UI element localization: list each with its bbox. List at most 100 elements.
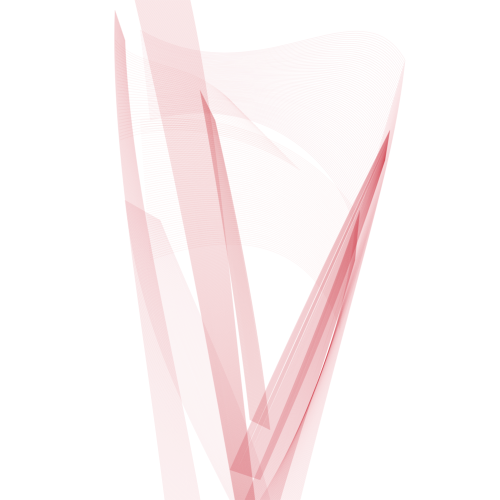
ribbon-stroke bbox=[117, 18, 176, 500]
ribbon-stroke bbox=[144, 172, 350, 261]
ribbon-stroke bbox=[146, 84, 375, 165]
ribbon-stroke bbox=[288, 105, 393, 500]
ribbon-stroke bbox=[291, 93, 396, 500]
ribbon-stroke bbox=[257, 157, 386, 480]
ribbon-stroke bbox=[245, 145, 388, 476]
ribbon-stroke bbox=[244, 144, 388, 475]
ribbon-stroke bbox=[139, 30, 405, 63]
ribbon-stroke bbox=[119, 120, 291, 161]
ribbon-stroke bbox=[204, 98, 257, 424]
ribbon-stroke bbox=[151, 0, 242, 500]
ribbon-stroke bbox=[172, 0, 250, 500]
ribbon-stroke bbox=[135, 0, 236, 500]
ribbon-stroke bbox=[248, 148, 388, 477]
ribbon-stroke bbox=[141, 43, 398, 87]
ribbon-stroke bbox=[235, 135, 390, 472]
ribbon-stroke bbox=[146, 90, 372, 175]
ribbon-stroke bbox=[152, 215, 262, 500]
ribbon-stroke bbox=[124, 39, 201, 500]
ribbon-stroke bbox=[260, 227, 357, 500]
ribbon-stroke bbox=[287, 110, 391, 500]
ribbon-stroke bbox=[140, 0, 238, 500]
ribbon-stroke bbox=[272, 176, 372, 500]
ribbon-stroke bbox=[231, 131, 391, 471]
ribbon-stroke bbox=[121, 30, 190, 500]
ribbon-stroke bbox=[210, 112, 266, 428]
ribbon-stroke bbox=[186, 0, 255, 500]
ribbon-stroke bbox=[258, 229, 359, 500]
ribbon-stroke bbox=[137, 0, 237, 500]
ribbon-stroke bbox=[115, 59, 245, 115]
ribbon-stroke bbox=[124, 38, 199, 500]
ribbon-stroke bbox=[138, 0, 237, 500]
ribbon-stroke bbox=[135, 0, 236, 500]
ribbon-stroke bbox=[118, 21, 180, 500]
ribbon-stroke bbox=[204, 100, 258, 424]
ribbon-stroke bbox=[143, 65, 386, 129]
ribbon-stroke bbox=[212, 115, 268, 429]
ribbon-stroke bbox=[141, 47, 396, 95]
ribbon-stroke bbox=[148, 100, 365, 199]
ribbon-stroke bbox=[247, 213, 360, 500]
ribbon-stroke bbox=[276, 159, 377, 500]
ribbon-stroke bbox=[252, 152, 387, 478]
ribbon-stroke bbox=[254, 154, 387, 479]
ribbon-stroke bbox=[260, 232, 359, 500]
ribbon-stroke bbox=[131, 203, 238, 500]
ribbon-stroke bbox=[263, 212, 361, 500]
ribbon-stroke bbox=[162, 0, 246, 500]
ribbon-stroke bbox=[143, 60, 389, 119]
ribbon-stroke bbox=[249, 149, 388, 477]
ribbon-stroke bbox=[142, 56, 391, 112]
ribbon-stroke bbox=[118, 21, 179, 500]
ribbon-stroke bbox=[163, 0, 246, 500]
ribbon-stroke bbox=[155, 0, 243, 500]
ribbon-stroke bbox=[146, 86, 374, 167]
ribbon-stroke bbox=[117, 99, 273, 143]
ribbon-stroke bbox=[144, 66, 385, 131]
ribbon-stroke bbox=[116, 66, 249, 119]
ribbon-stroke bbox=[157, 0, 244, 500]
ribbon-stroke bbox=[144, 0, 240, 500]
ribbon-stroke bbox=[259, 159, 386, 480]
ribbon-stroke bbox=[212, 116, 268, 429]
ribbon-stroke bbox=[116, 69, 252, 122]
ribbon-stroke bbox=[253, 221, 360, 500]
ribbon-stroke bbox=[141, 140, 353, 231]
ribbon-stroke bbox=[140, 209, 250, 500]
ribbon-stroke bbox=[259, 159, 386, 481]
ribbon-stroke bbox=[147, 94, 369, 184]
ribbon-stroke bbox=[145, 191, 347, 279]
ribbon-stroke bbox=[141, 0, 238, 500]
ribbon-stroke bbox=[141, 144, 353, 235]
ribbon-stroke bbox=[292, 91, 397, 500]
ribbon-stroke bbox=[141, 45, 397, 90]
ribbon-stroke bbox=[250, 150, 387, 478]
ribbon-stroke bbox=[122, 32, 192, 500]
ribbon-stroke bbox=[209, 110, 264, 427]
ribbon-stroke bbox=[142, 0, 239, 500]
ribbon-stroke bbox=[129, 202, 236, 500]
ribbon-stroke bbox=[154, 0, 243, 500]
ribbon-stroke bbox=[144, 72, 382, 141]
ribbon-stroke bbox=[253, 222, 360, 500]
ribbon-stroke bbox=[274, 167, 374, 500]
ribbon-stroke bbox=[121, 31, 191, 500]
ribbon-stroke bbox=[117, 82, 261, 131]
ribbon-stroke bbox=[168, 0, 248, 500]
ribbon-stroke bbox=[177, 0, 252, 500]
ribbon-stroke bbox=[251, 151, 387, 478]
ribbon-stroke bbox=[139, 29, 406, 61]
ribbon-stroke bbox=[180, 0, 253, 500]
ribbon-stroke bbox=[248, 148, 388, 477]
ribbon-stroke bbox=[144, 174, 349, 263]
ribbon-stroke bbox=[143, 57, 390, 114]
ribbon-stroke bbox=[126, 200, 233, 500]
ribbon-stroke bbox=[286, 113, 390, 500]
ribbon-stroke bbox=[262, 234, 358, 500]
ribbon-stroke bbox=[239, 139, 389, 474]
ribbon-stroke bbox=[270, 184, 369, 500]
ribbon-stroke bbox=[296, 71, 403, 500]
ribbon-stroke bbox=[115, 56, 242, 112]
ribbon-stroke bbox=[145, 77, 379, 151]
